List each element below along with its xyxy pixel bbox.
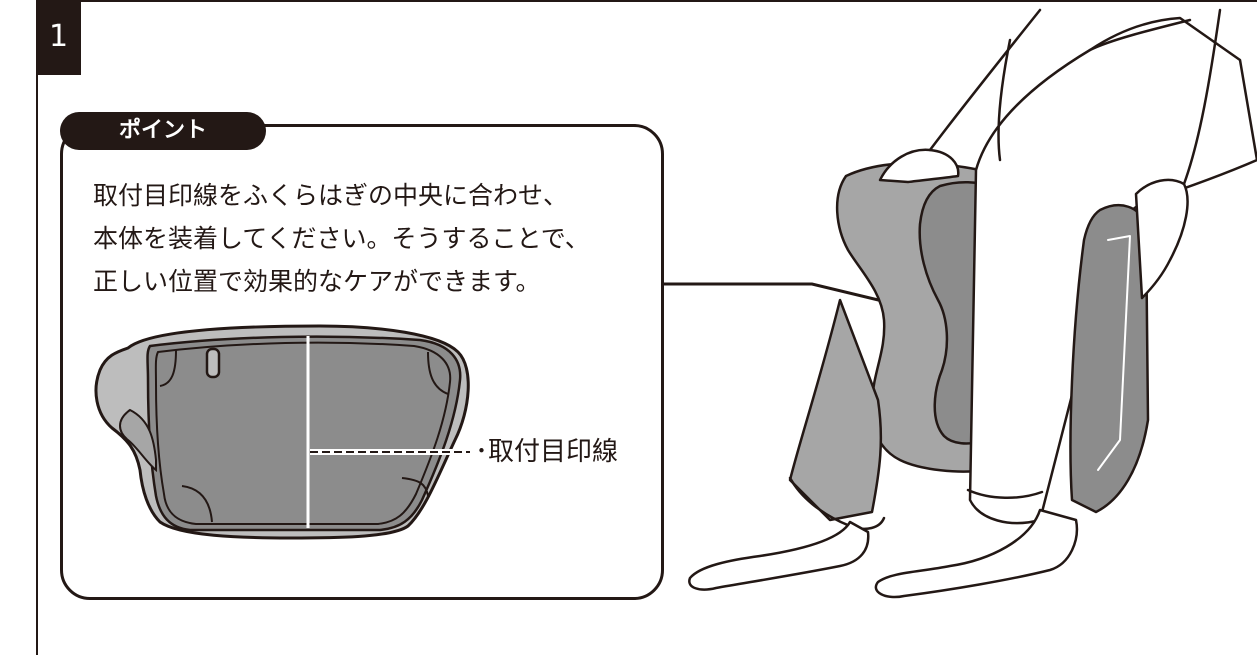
step-number: 1 [48, 19, 69, 54]
leg-illustration-icon [688, 8, 1257, 599]
point-line-1: 取付目印線をふくらはぎの中央に合わせ、 [93, 181, 569, 210]
callout-dot: ･ [475, 437, 489, 467]
point-instruction: 取付目印線をふくらはぎの中央に合わせ、 本体を装着してください。そうすることで、… [93, 174, 590, 303]
leg-wrap-diagram-icon [94, 324, 470, 540]
point-tab: ポイント [60, 112, 266, 150]
figure-frame [36, 0, 1257, 655]
step-number-badge: 1 [36, 0, 81, 75]
point-line-3: 正しい位置で効果的なケアができます。 [93, 267, 541, 296]
point-tab-label: ポイント [118, 118, 207, 143]
point-line-2: 本体を装着してください。そうすることで、 [93, 224, 590, 253]
callout-label: 取付目印線 [488, 437, 619, 467]
mounting-mark-callout: ･取付目印線 [475, 436, 618, 468]
